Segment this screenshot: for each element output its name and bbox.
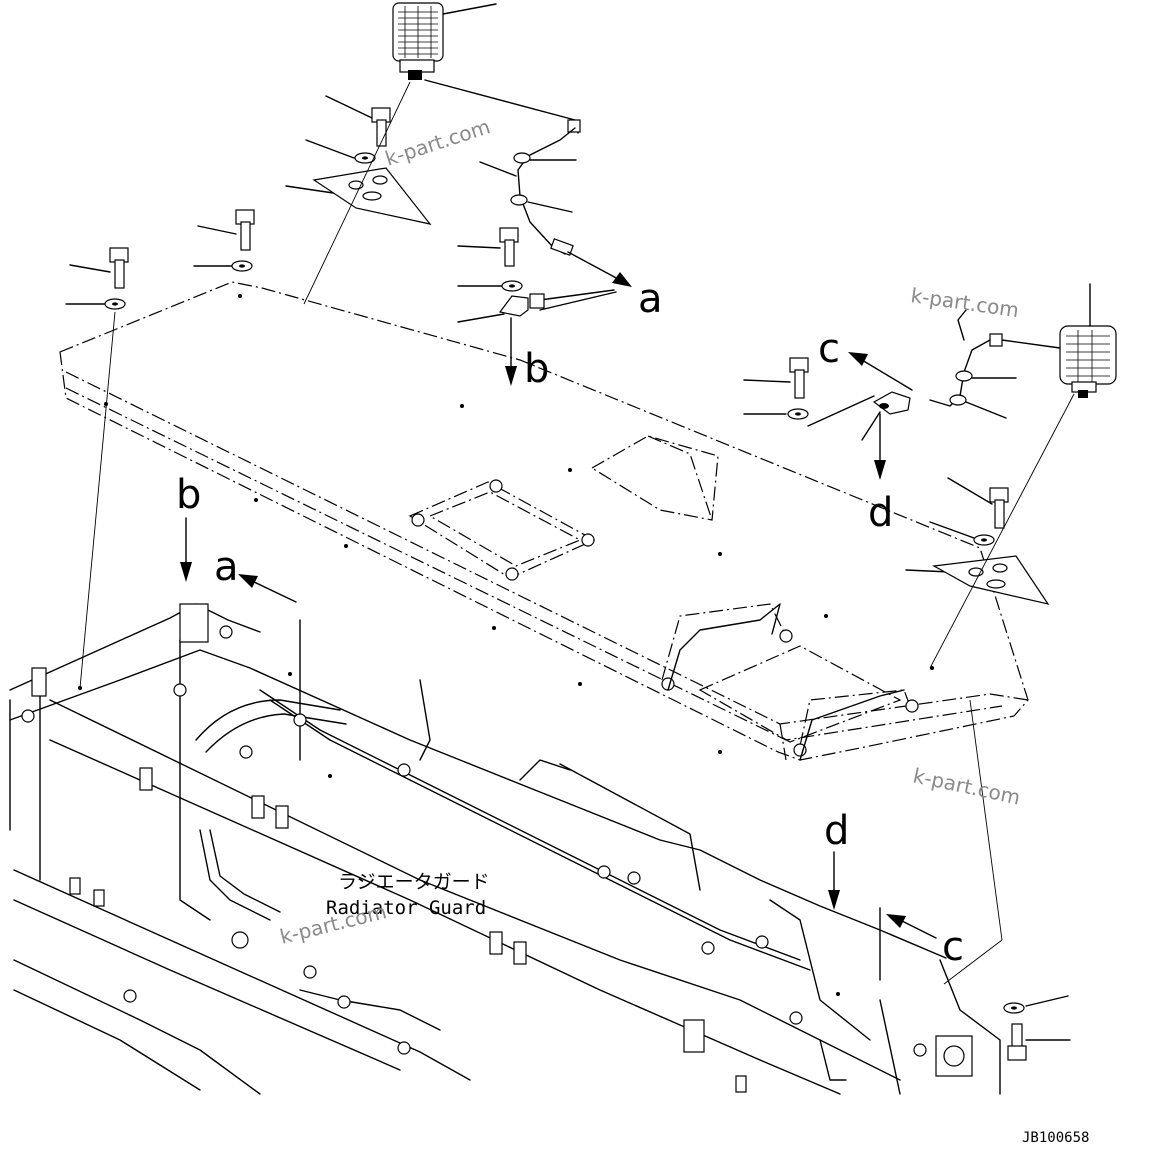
watermark-1: k-part.com <box>382 114 493 170</box>
callout-c-bottom: c <box>942 924 964 970</box>
drawing-code: JB100658 <box>1022 1130 1089 1146</box>
bolts-left <box>65 209 255 689</box>
callout-b-top: b <box>524 346 549 392</box>
radiator-guard-cover <box>59 281 1029 761</box>
watermark-3: k-part.com <box>911 763 1023 809</box>
callout-d-top: d <box>868 490 893 536</box>
callout-c-top: c <box>818 326 840 372</box>
callout-b-bottom: b <box>176 472 201 518</box>
lamp-bracket-left <box>285 81 432 305</box>
radiator-guard-label-en: Radiator Guard <box>326 897 486 919</box>
work-lamp-left <box>392 2 581 134</box>
bolt-bottom-right <box>943 699 1071 1061</box>
harness-clamps-top <box>457 127 632 386</box>
radiator-guard-label-jp: ラジエータガード <box>338 871 490 893</box>
callout-a-bottom: a <box>214 544 239 590</box>
watermark-2: k-part.com <box>909 283 1020 322</box>
chassis-frame <box>9 603 1001 1095</box>
callout-arrows-lower <box>180 517 937 981</box>
work-lamp-right <box>743 283 1117 669</box>
callout-a-top: a <box>638 276 663 322</box>
callout-d-bottom: d <box>824 808 849 854</box>
